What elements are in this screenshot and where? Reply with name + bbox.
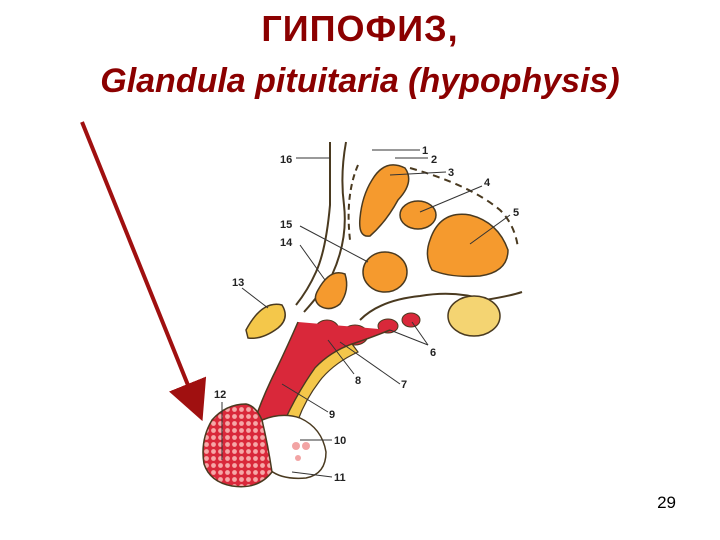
label-7: 7 (401, 379, 407, 391)
pointer-arrow (80, 121, 207, 422)
anterior-lobe (202, 403, 273, 488)
label-9: 9 (329, 409, 335, 421)
label-5: 5 (513, 207, 519, 219)
herring-body-2 (302, 442, 310, 450)
label-14: 14 (280, 237, 293, 249)
dashed-outline-right (409, 167, 519, 249)
ventricle-wall (295, 142, 331, 306)
optic-region (359, 291, 523, 321)
label-16: 16 (280, 154, 292, 166)
herring-body-3 (295, 455, 301, 461)
mammillary-13 (245, 303, 286, 340)
dashed-outline (347, 164, 359, 241)
chiasm-body (447, 295, 501, 337)
red-nucleus-d (401, 312, 421, 328)
label-3: 3 (448, 167, 454, 179)
label-2: 2 (431, 154, 437, 166)
label-1: 1 (422, 145, 428, 157)
herring-body-1 (292, 442, 300, 450)
label-4: 4 (484, 177, 491, 189)
label-6: 6 (430, 347, 436, 359)
label-13: 13 (232, 277, 244, 289)
stalk-yellow (284, 343, 359, 421)
nucleus-3 (358, 164, 410, 237)
nucleus-15 (362, 251, 408, 293)
nucleus-4 (399, 200, 437, 230)
slide-title-russian: ГИПОФИЗ, (261, 8, 459, 49)
nucleus-5 (426, 213, 509, 278)
label-10: 10 (334, 435, 346, 447)
leader-lines (221, 149, 511, 478)
slide-title-latin: Glandula pituitaria (hypophysis) (100, 62, 620, 100)
nucleus-14 (314, 272, 348, 310)
slide-page-number: 29 (657, 493, 676, 512)
label-11: 11 (334, 472, 346, 484)
label-15: 15 (280, 219, 292, 231)
label-12: 12 (214, 389, 226, 401)
label-8: 8 (355, 375, 361, 387)
